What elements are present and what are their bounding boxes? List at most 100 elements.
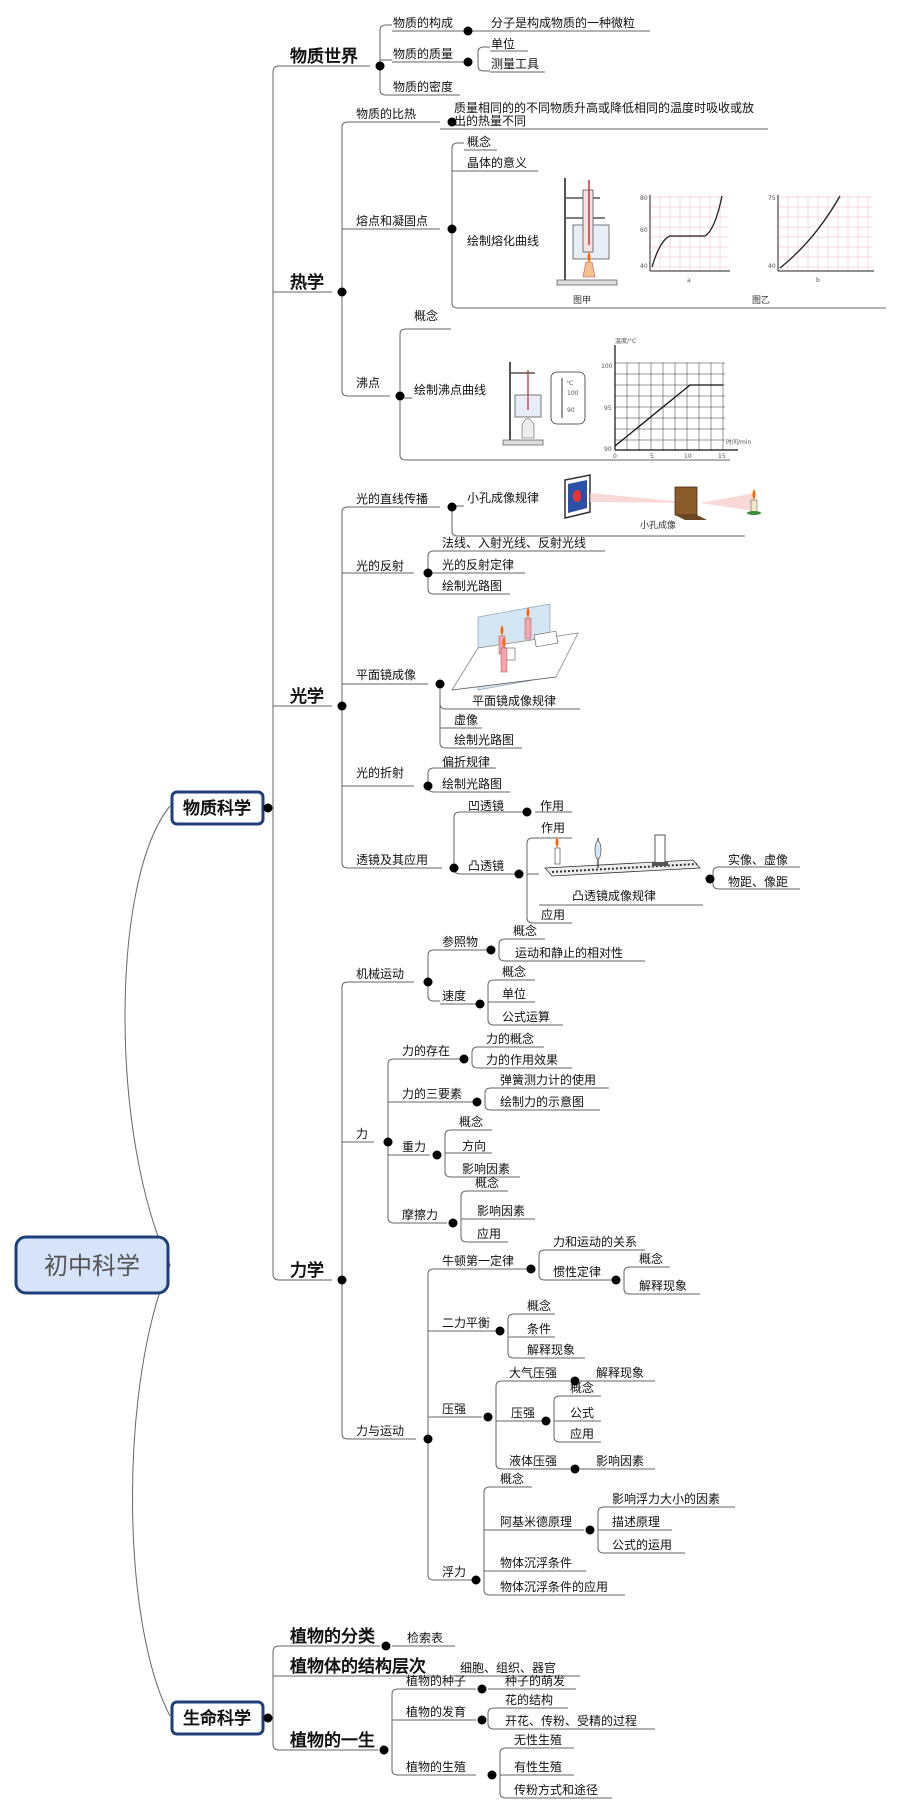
node-life-sexual[interactable]: 有性生殖 — [514, 1759, 562, 1774]
node-mechanics-p-app[interactable]: 应用 — [570, 1426, 594, 1441]
node-mechanics-grav-concept[interactable]: 概念 — [459, 1114, 483, 1129]
node-optics-refraction[interactable]: 光的折射 — [356, 765, 404, 780]
node-life-germination[interactable]: 种子的萌发 — [505, 1673, 565, 1688]
node-life-structure-detail[interactable]: 细胞、组织、器官 — [460, 1660, 556, 1675]
node-optics-lens[interactable]: 透镜及其应用 — [356, 852, 428, 867]
node-material-world-mass-tool[interactable]: 测量工具 — [491, 57, 539, 71]
node-mechanics-grav-direction[interactable]: 方向 — [462, 1138, 486, 1153]
node-heat-crystal-meaning[interactable]: 晶体的意义 — [467, 155, 527, 170]
node-optics-title[interactable]: 光学 — [289, 686, 324, 707]
node-material-world-composition-detail[interactable]: 分子是构成物质的一种微粒 — [491, 15, 635, 30]
root-node[interactable]: 初中科学 — [14, 1235, 170, 1295]
node-mechanics-bal-condition[interactable]: 条件 — [527, 1322, 551, 1336]
node-mechanics-inertia[interactable]: 惯性定律 — [553, 1264, 601, 1279]
node-life-flower-structure[interactable]: 花的结构 — [505, 1692, 553, 1707]
node-mechanics-spring-scale[interactable]: 弹簧测力计的使用 — [500, 1072, 596, 1087]
node-optics-refl-law[interactable]: 光的反射定律 — [442, 557, 514, 572]
node-optics-refr-rule[interactable]: 偏折规律 — [442, 754, 490, 769]
node-mechanics-speed-concept[interactable]: 概念 — [502, 964, 526, 979]
node-mechanics-float-condition[interactable]: 物体沉浮条件 — [500, 1556, 572, 1570]
node-mechanics-buoyancy[interactable]: 浮力 — [442, 1565, 466, 1579]
node-heat-melting-concept[interactable]: 概念 — [467, 134, 491, 149]
node-material-world-composition[interactable]: 物质的构成 — [393, 15, 453, 30]
node-optics-distances[interactable]: 物距、像距 — [728, 875, 788, 889]
node-optics-convex-use[interactable]: 作用 — [541, 821, 565, 835]
branch-life-science[interactable]: 生命科学 — [170, 1700, 265, 1736]
node-optics-pinhole-caption[interactable]: 小孔成像 — [640, 519, 676, 531]
node-material-world-density[interactable]: 物质的密度 — [393, 79, 453, 94]
node-optics-plane-rule[interactable]: 平面镜成像规律 — [472, 693, 556, 708]
node-optics-virtual-image[interactable]: 虚像 — [454, 713, 478, 727]
node-mechanics-force-effect[interactable]: 力的作用效果 — [486, 1052, 558, 1067]
node-optics-concave-use[interactable]: 作用 — [540, 799, 564, 813]
node-mechanics-inertia-explain[interactable]: 解释现象 — [639, 1279, 687, 1293]
node-mechanics-atm-pressure[interactable]: 大气压强 — [509, 1365, 557, 1380]
node-mechanics-fric-factors[interactable]: 影响因素 — [477, 1203, 525, 1218]
node-optics-refl-draw[interactable]: 绘制光路图 — [442, 578, 502, 593]
node-mechanics-gravity[interactable]: 重力 — [402, 1140, 426, 1154]
collapse-icons-branches[interactable] — [263, 803, 273, 1723]
node-branches-life-science[interactable]: 生命科学 — [183, 1708, 251, 1729]
node-heat-title[interactable]: 热学 — [290, 272, 324, 293]
node-heat-boiling[interactable]: 沸点 — [356, 376, 380, 390]
node-mechanics-bal-explain[interactable]: 解释现象 — [527, 1343, 575, 1357]
node-life-pollination[interactable]: 传粉方式和途径 — [514, 1782, 598, 1797]
node-heat-caption-jia[interactable]: 图甲 — [573, 295, 591, 306]
node-optics-real-virtual[interactable]: 实像、虚像 — [728, 852, 788, 867]
node-life-classification[interactable]: 植物的分类 — [290, 1626, 376, 1647]
node-heat-melting-curve[interactable]: 绘制熔化曲线 — [467, 233, 539, 248]
node-mechanics-pressure[interactable]: 压强 — [442, 1402, 466, 1416]
node-heat-specific-heat-detail-2[interactable]: 出的热量不同 — [454, 113, 526, 128]
node-life-reproduction[interactable]: 植物的生殖 — [406, 1759, 466, 1774]
node-heat-boiling-curve[interactable]: 绘制沸点曲线 — [414, 382, 486, 397]
node-mechanics-bal-concept[interactable]: 概念 — [527, 1298, 551, 1313]
node-mechanics-p-formula[interactable]: 公式 — [570, 1406, 594, 1420]
node-mechanics-formula-use[interactable]: 公式的运用 — [612, 1537, 672, 1552]
node-mechanics-motion[interactable]: 机械运动 — [356, 966, 404, 981]
node-life-asexual[interactable]: 无性生殖 — [514, 1732, 562, 1747]
node-mechanics-atm-explain[interactable]: 解释现象 — [596, 1366, 644, 1380]
node-branches-material-science[interactable]: 物质科学 — [183, 798, 251, 819]
node-mechanics-balance[interactable]: 二力平衡 — [442, 1316, 490, 1330]
node-heat-boiling-concept[interactable]: 概念 — [414, 308, 438, 323]
node-mechanics-force-exist[interactable]: 力的存在 — [402, 1043, 450, 1058]
node-life-flowering[interactable]: 开花、传粉、受精的过程 — [505, 1713, 637, 1728]
node-heat-melting[interactable]: 熔点和凝固点 — [356, 213, 428, 228]
node-mechanics-liquid-pressure[interactable]: 液体压强 — [509, 1453, 557, 1468]
node-mechanics-speed-formula[interactable]: 公式运算 — [502, 1009, 550, 1024]
node-mechanics-fric-concept[interactable]: 概念 — [475, 1175, 499, 1190]
node-mechanics-friction[interactable]: 摩擦力 — [402, 1207, 438, 1222]
node-mechanics-force-diagram[interactable]: 绘制力的示意图 — [500, 1094, 584, 1109]
node-heat-caption-yi[interactable]: 图乙 — [752, 295, 770, 306]
node-mechanics-three-elements[interactable]: 力的三要素 — [402, 1086, 462, 1101]
node-optics-plane-mirror[interactable]: 平面镜成像 — [356, 667, 416, 682]
node-mechanics-force[interactable]: 力 — [356, 1127, 368, 1141]
branch-material-science[interactable]: 物质科学 — [170, 790, 265, 826]
node-life-development[interactable]: 植物的发育 — [406, 1704, 466, 1719]
node-mechanics-float-app[interactable]: 物体沉浮条件的应用 — [500, 1579, 608, 1594]
node-heat-specific-heat-detail-1[interactable]: 质量相同的的不同物质升高或降低相同的温度时吸收或放 — [454, 100, 754, 115]
node-mechanics-inertia-concept[interactable]: 概念 — [639, 1251, 663, 1266]
node-material-world-mass[interactable]: 物质的质量 — [393, 46, 453, 61]
node-mechanics-buoy-factors[interactable]: 影响浮力大小的因素 — [612, 1491, 720, 1506]
node-mechanics-newton1[interactable]: 牛顿第一定律 — [442, 1253, 514, 1268]
node-mechanics-ref-concept[interactable]: 概念 — [513, 923, 537, 938]
node-root[interactable]: 初中科学 — [44, 1252, 140, 1280]
node-optics-reflection[interactable]: 光的反射 — [356, 558, 404, 573]
node-mechanics-reference[interactable]: 参照物 — [442, 934, 478, 949]
node-life-key-table[interactable]: 检索表 — [407, 1630, 443, 1645]
node-mechanics-title[interactable]: 力学 — [290, 1260, 324, 1281]
node-mechanics-pressure-sub[interactable]: 压强 — [511, 1406, 535, 1420]
node-life-structure[interactable]: 植物体的结构层次 — [290, 1656, 426, 1677]
node-mechanics-describe-principle[interactable]: 描述原理 — [612, 1515, 660, 1529]
node-life-life-cycle[interactable]: 植物的一生 — [290, 1730, 375, 1751]
node-mechanics-force-motion[interactable]: 力与运动 — [356, 1424, 404, 1438]
node-optics-plane-draw[interactable]: 绘制光路图 — [454, 732, 514, 747]
node-optics-refr-draw[interactable]: 绘制光路图 — [442, 776, 502, 791]
node-heat-specific-heat[interactable]: 物质的比热 — [356, 106, 416, 121]
node-optics-convex-rule[interactable]: 凸透镜成像规律 — [572, 888, 656, 903]
node-mechanics-grav-factors[interactable]: 影响因素 — [462, 1161, 510, 1176]
node-life-seed[interactable]: 植物的种子 — [406, 1673, 466, 1688]
node-mechanics-liquid-factors[interactable]: 影响因素 — [596, 1453, 644, 1468]
node-mechanics-archimedes[interactable]: 阿基米德原理 — [500, 1514, 572, 1529]
